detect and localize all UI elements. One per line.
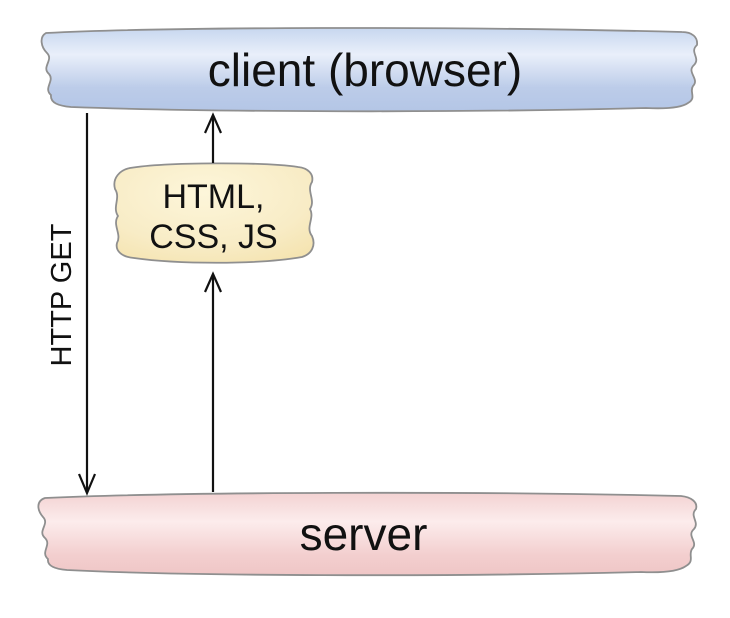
server-node-shape [37,491,698,577]
server-node-label: server [299,508,428,560]
assets-node-shape [113,162,315,264]
assets-node-label: HTML, CSS, JS [149,178,278,256]
client-node-label: client (browser) [207,44,523,96]
http-get-arrow [77,113,97,496]
client-node-shape [40,27,698,113]
server-to-assets-arrow [203,271,223,492]
http-get-edge-label: HTTP GET [45,223,78,367]
assets-to-client-arrow [203,112,223,163]
